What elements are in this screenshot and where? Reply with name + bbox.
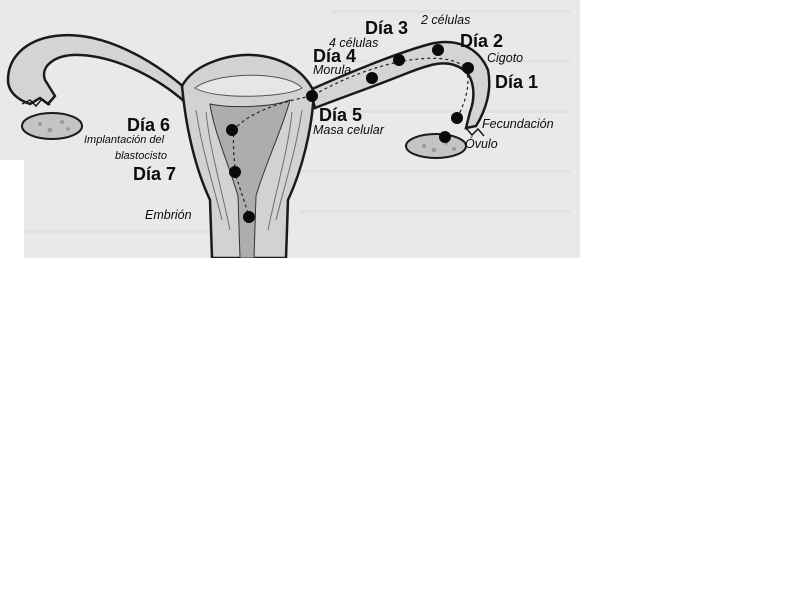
label-4-cells: 4 células (329, 36, 379, 50)
label-day-2: Día 2 (460, 31, 504, 51)
stage-dots (226, 44, 474, 223)
label-embrion: Embrión (145, 208, 192, 222)
day2-dot (462, 62, 474, 74)
uterus-wall-lines (195, 109, 303, 231)
day5-dot (306, 90, 318, 102)
label-implantacion: Implantación del (84, 134, 165, 146)
label-ovulo: Óvulo (465, 137, 498, 151)
left-ovary (21, 112, 83, 140)
label-2-cells: 2 células (421, 13, 471, 27)
embryo-dot (243, 211, 255, 223)
label-morula: Morula (313, 63, 352, 77)
label-blastocisto: blastocisto (115, 150, 167, 162)
right-fimbria (465, 127, 485, 137)
day3-dot (432, 44, 444, 56)
embryo-migration-path (232, 57, 469, 218)
uterine-cavity (209, 99, 291, 258)
uterus-illustration (0, 0, 580, 258)
left-blank-strip (0, 160, 24, 258)
label-day-3: Día 3 (365, 18, 409, 38)
label-fecundacion: Fecundación (482, 117, 554, 131)
day7-dot (229, 166, 241, 178)
ovum-dot (439, 131, 451, 143)
right-ovary (405, 133, 467, 159)
day3b-dot (393, 54, 405, 66)
label-day-7: Día 7 (133, 164, 177, 184)
uterus-diagram: Día 3 2 células Día 2 Cigoto Día 4 4 cél… (0, 0, 580, 258)
left-fallopian-tube (6, 33, 187, 106)
label-day-4: Día 4 (313, 46, 357, 66)
label-day-5: Día 5 (319, 105, 363, 125)
left-fimbria (21, 97, 51, 108)
day4-dot (366, 72, 378, 84)
day1-dot (451, 112, 463, 124)
uterus-fundus-highlight (194, 74, 303, 97)
label-day-1: Día 1 (495, 72, 539, 92)
label-cigoto: Cigoto (487, 51, 524, 65)
left-ovary-texture (38, 120, 70, 133)
label-day-6: Día 6 (127, 115, 171, 135)
day6-dot (226, 124, 238, 136)
label-masa-celular: Masa celular (313, 123, 384, 137)
